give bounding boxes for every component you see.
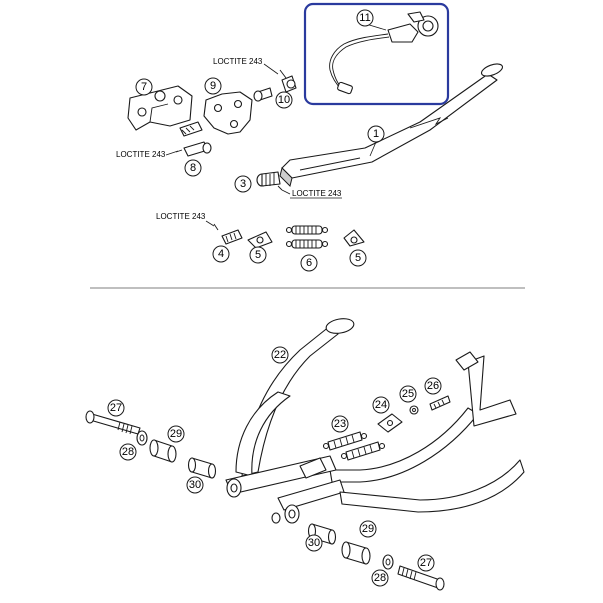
callout-5-right: 5 (349, 249, 367, 267)
right-washer (382, 554, 394, 570)
svg-text:30: 30 (308, 537, 320, 549)
svg-text:29: 29 (170, 428, 182, 440)
spring-plate-left (247, 231, 273, 249)
callout-29-right: 29 (359, 520, 377, 538)
svg-text:28: 28 (122, 446, 134, 458)
bolts (175, 121, 212, 157)
svg-text:27: 27 (420, 557, 432, 569)
svg-text:6: 6 (306, 257, 312, 269)
svg-text:8: 8 (190, 162, 196, 174)
center-stand (225, 318, 525, 524)
callout-23: 23 (331, 415, 349, 433)
svg-text:28: 28 (374, 572, 386, 584)
loctite-note-low: LOCTITE 243 (156, 212, 206, 221)
mounting-bracket (127, 85, 193, 131)
callout-1: 1 (367, 125, 385, 143)
callout-27-right: 27 (417, 554, 435, 572)
svg-text:24: 24 (375, 399, 387, 411)
callout-22: 22 (271, 346, 289, 364)
callout-11: 11 (356, 9, 374, 27)
callout-10: 10 (275, 91, 293, 109)
svg-text:5: 5 (255, 249, 261, 261)
callout-29-left: 29 (167, 425, 185, 443)
callout-8: 8 (184, 159, 202, 177)
highlight-box-part-11 (303, 2, 450, 106)
callout-7: 7 (135, 78, 153, 96)
svg-text:23: 23 (334, 418, 346, 430)
svg-text:29: 29 (362, 523, 374, 535)
callout-27-left: 27 (107, 399, 125, 417)
svg-text:11: 11 (359, 12, 370, 24)
svg-text:4: 4 (218, 248, 224, 260)
left-washer (136, 430, 148, 446)
loctite-note-left: LOCTITE 243 (116, 150, 166, 159)
svg-text:1: 1 (373, 128, 379, 140)
callout-30-left: 30 (186, 476, 204, 494)
side-stand (279, 63, 504, 187)
right-pivot-bolt (397, 565, 445, 591)
svg-text:7: 7 (141, 81, 147, 93)
svg-text:3: 3 (240, 178, 246, 190)
svg-text:25: 25 (402, 388, 414, 400)
loctite-note-top: LOCTITE 243 (213, 57, 263, 66)
left-sleeve (187, 457, 217, 479)
callout-30-right: 30 (305, 534, 323, 552)
svg-text:22: 22 (274, 349, 286, 361)
callout-6: 6 (300, 254, 318, 272)
springs (285, 225, 329, 249)
callout-9: 9 (204, 77, 222, 95)
side-stand-switch (329, 11, 439, 95)
svg-text:9: 9 (210, 80, 216, 92)
callout-25: 25 (399, 385, 417, 403)
svg-text:5: 5 (355, 252, 361, 264)
spring-plate-right (343, 229, 365, 247)
pivot-bolt (256, 171, 283, 191)
callout-28-right: 28 (371, 569, 389, 587)
svg-text:10: 10 (278, 94, 290, 106)
washer-25 (409, 405, 419, 415)
svg-text:26: 26 (427, 380, 439, 392)
svg-text:27: 27 (110, 402, 122, 414)
callout-26: 26 (424, 377, 442, 395)
callout-5-left: 5 (249, 246, 267, 264)
mounting-plate (203, 91, 253, 135)
screw-set (253, 69, 297, 102)
stand-springs (322, 431, 386, 461)
screw-26 (429, 395, 451, 411)
right-bushing (341, 541, 371, 565)
left-bushing (149, 439, 177, 463)
loctite-note-mid: LOCTITE 243 (292, 189, 342, 198)
callout-24: 24 (372, 396, 390, 414)
callout-3: 3 (234, 175, 252, 193)
bolt-4 (213, 223, 243, 245)
callout-28-left: 28 (119, 443, 137, 461)
callout-4: 4 (212, 245, 230, 263)
spring-bracket-24 (377, 413, 403, 433)
svg-text:30: 30 (189, 479, 201, 491)
